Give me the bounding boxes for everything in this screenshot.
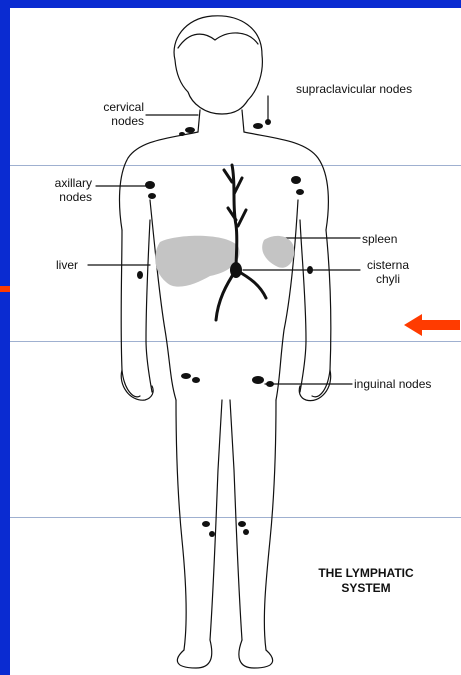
label-axillary-nodes: axillary nodes — [28, 176, 92, 204]
label-axillary-line2: nodes — [28, 190, 92, 204]
liver-shape — [155, 236, 239, 287]
left-arrow-icon — [404, 314, 460, 336]
label-axillary-line1: axillary — [28, 176, 92, 190]
label-cisterna-line1: cisterna — [362, 258, 414, 272]
diagram-title: THE LYMPHATIC SYSTEM — [306, 566, 426, 596]
cisterna-chyli-shape — [230, 262, 242, 278]
label-cervical-nodes: cervical nodes — [74, 100, 144, 128]
label-cervical-line2: nodes — [74, 114, 144, 128]
label-inguinal-nodes: inguinal nodes — [354, 377, 431, 391]
title-line2: SYSTEM — [306, 581, 426, 596]
label-liver: liver — [56, 258, 78, 272]
label-supraclavicular-nodes: supraclavicular nodes — [296, 82, 412, 96]
label-cisterna-chyli: cisterna chyli — [362, 258, 414, 286]
spleen-shape — [262, 236, 294, 268]
label-cervical-line1: cervical — [74, 100, 144, 114]
label-cisterna-line2: chyli — [362, 272, 414, 286]
label-spleen: spleen — [362, 232, 397, 246]
title-line1: THE LYMPHATIC — [306, 566, 426, 581]
